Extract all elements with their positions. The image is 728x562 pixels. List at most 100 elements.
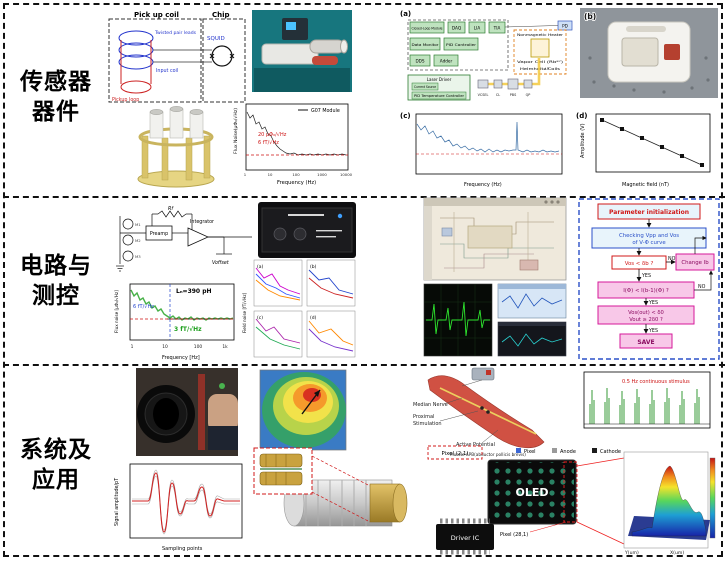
svg-text:10000: 10000 — [340, 172, 353, 177]
section-label-circuits: 电路与 测控 — [8, 252, 104, 312]
panel-oled-mapping-diagram: Pixel (2,1) Pixel Anode Cathode OLED Dri… — [426, 444, 718, 556]
pickup-loop-label: Pickup loop — [112, 97, 139, 103]
svg-text:10: 10 — [268, 172, 273, 177]
squid-label: SQUID — [207, 36, 225, 42]
squid-loop-symbol — [211, 45, 233, 67]
pd-block: PD — [562, 24, 568, 29]
dds-block: DDS — [415, 59, 424, 64]
integrator-label: Integrator — [190, 219, 214, 225]
panel-nerve-stimulation-diagram: Median Nerve Proximal Stimulation Active… — [410, 366, 566, 458]
panel-readout-circuit-schematic: M1 M2 M3 Preamp Integrator Rf Voffset — [112, 202, 258, 278]
wave-ylabel: Signal amplitude/pT — [114, 478, 120, 526]
section-label-sensors-line1: 传感器 — [20, 69, 92, 95]
stim-electrodes — [480, 406, 490, 414]
tag-c: (c) — [400, 112, 411, 120]
mini-plot-d: (d) — [306, 310, 356, 358]
proximal-label-2: Stimulation — [413, 421, 442, 427]
blue-annotation: 6 fT/√Hz — [133, 304, 154, 310]
panel-electronics-photo — [258, 202, 356, 258]
printed-mount — [607, 21, 691, 83]
panel-probe-cutaway-render — [252, 446, 416, 556]
svg-text:1: 1 — [244, 172, 247, 177]
g07-annotation-2: 6 fT/√Hz — [258, 140, 279, 146]
g07-annotation-1: 20 μΦ₀/√Hz — [258, 132, 287, 138]
label-leaders — [439, 397, 499, 444]
panel-field-heatmap — [254, 366, 354, 458]
green-trace — [426, 301, 490, 337]
g07-xlabel: Frequency (Hz) — [277, 180, 316, 186]
panel-layout-software-screenshot — [423, 197, 567, 281]
fit-line — [601, 119, 705, 167]
component-block-2 — [441, 227, 453, 237]
svg-text:100: 100 — [194, 344, 203, 350]
median-nerve-label: Median Nerve — [413, 402, 448, 408]
panel-g07-noise-plot: G07 Module 20 μΦ₀/√Hz 6 fT/√Hz Flux Nois… — [230, 96, 354, 188]
svg-text:CL: CL — [496, 93, 500, 97]
field-arrowhead — [314, 390, 320, 397]
coil-former — [369, 483, 408, 523]
plot-frame — [245, 103, 349, 171]
legend-pixel: Pixel — [524, 449, 536, 455]
flow-decision-3a: Vos(out) < δ0 — [628, 310, 664, 316]
flow-loop-2 — [694, 270, 714, 291]
flow-loop-1 — [694, 235, 707, 254]
laser-beam — [488, 58, 541, 86]
optical-components — [477, 78, 533, 90]
map-connectors — [576, 457, 625, 545]
ground-symbols — [116, 265, 124, 272]
monitor-titlebar — [498, 284, 566, 289]
green-annotation: 3 fT/√Hz — [174, 326, 202, 333]
ln-annotation: Lₙ=390 pH — [176, 288, 212, 295]
panel-markings — [288, 214, 342, 238]
closed-loop-dashed-box — [407, 19, 509, 71]
svg-text:(c): (c) — [257, 315, 263, 321]
red-frame-bar — [198, 374, 205, 450]
surface-plot — [623, 451, 716, 549]
monitor-titlebar-2 — [498, 322, 566, 326]
legend-cathode: Cathode — [600, 449, 621, 455]
pid-temp-label: PID Temperature Controller — [414, 94, 465, 98]
vapor-cell-label: Vapor Cell (Rb⁸⁷) — [517, 60, 564, 64]
pixel-zoom-box — [427, 445, 483, 460]
tag-d: (d) — [576, 112, 587, 120]
device-shapes — [261, 18, 348, 65]
panel-measurement-photo — [136, 368, 238, 456]
svg-text:M1: M1 — [135, 222, 141, 227]
pid-temp-box — [411, 91, 467, 100]
svg-text:PBS: PBS — [510, 93, 516, 97]
flow-decision-2-label: I(Φ) < I(b-1)(Φ) ? — [623, 288, 669, 294]
window-titlebar — [424, 198, 566, 206]
svg-text:1: 1 — [131, 344, 134, 350]
mini-plot-a: (a) — [253, 259, 303, 307]
flow-yes-3: YES — [648, 328, 658, 334]
panel-spike-train-plot: 0.5 Hz continuous stimulus — [570, 366, 718, 444]
panel-flux-noise-spectrum: Lₙ=390 pH 6 fT/√Hz 3 fT/√Hz Flux noise [… — [110, 278, 256, 362]
panel-squid-module-photo — [252, 10, 352, 92]
panel-squid-pickup-schematic: Pick up coil Chip SQUID Twist — [108, 10, 246, 104]
current-source-box — [411, 82, 439, 91]
svg-text:(d): (d) — [310, 315, 317, 321]
green-noise-band — [130, 289, 234, 321]
panel-scope-screenshots — [423, 283, 567, 357]
mini-plot-c: (c) — [253, 310, 303, 358]
pickup-coil-title: Pick up coil — [134, 11, 179, 19]
sensor-device — [461, 367, 495, 387]
transistors — [122, 218, 134, 262]
plot-d-ylabel: Amplitude (V) — [580, 123, 586, 158]
blue-trace — [501, 293, 563, 309]
spec-ylabel-left: Flux noise [μΦ₀/√Hz] — [114, 290, 119, 333]
section-label-circuits-line2: 测控 — [32, 282, 80, 309]
daq-block: DAQ — [452, 26, 462, 31]
titlebar-buttons — [544, 200, 560, 204]
vapor-cell-box — [530, 38, 550, 58]
proximal-label-1: Proximal — [413, 414, 434, 420]
current-source-label: Current Source — [414, 85, 436, 89]
sensor-cylinder — [137, 385, 195, 443]
muscle-label: Muscle APB(abductor pollicis brevis) — [450, 452, 526, 457]
section-label-sensors-line2: 器件 — [32, 98, 80, 125]
g07-legend: G07 Module — [311, 108, 340, 114]
wave-xlabel: Sampling points — [162, 546, 203, 552]
flow-yes-1: YES — [641, 273, 651, 279]
flow-decision-3b: Vout ≥ 2δ0 ? — [629, 317, 663, 323]
stimulus-annotation: 0.5 Hz continuous stimulus — [622, 379, 690, 385]
